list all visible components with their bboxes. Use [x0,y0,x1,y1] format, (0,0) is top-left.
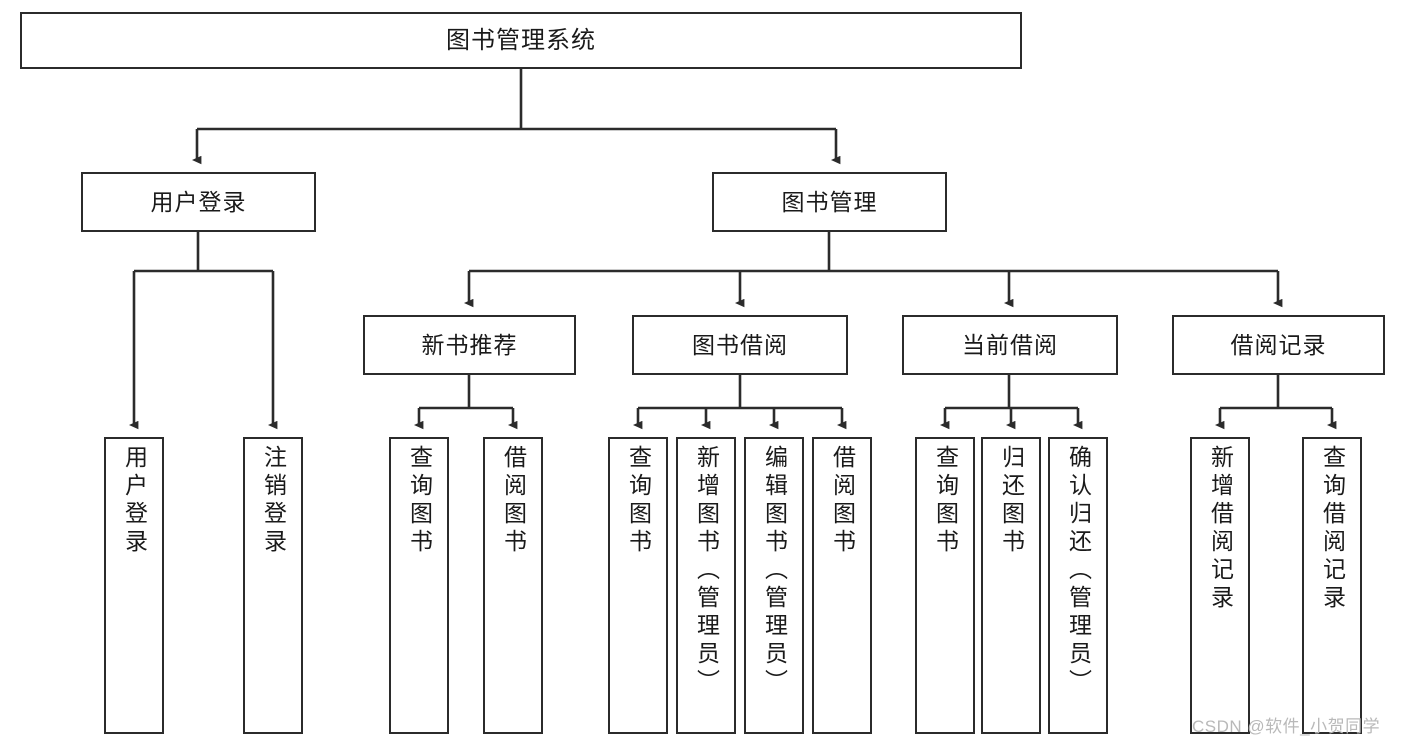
node-leaf-query-borrow-record[interactable]: 查询借阅记录 [1302,437,1362,734]
node-leaf-add-book-admin[interactable]: 新增图书（管理员） [676,437,736,734]
node-book-borrowing[interactable]: 图书借阅 [632,315,848,375]
node-label: 图书管理 [781,188,878,215]
node-label: 新书推荐 [421,331,518,358]
node-borrow-records[interactable]: 借阅记录 [1172,315,1385,375]
node-label: 编辑图书（管理员） [761,445,788,697]
node-leaf-logout[interactable]: 注销登录 [243,437,303,734]
node-root-book-management-system[interactable]: 图书管理系统 [20,12,1022,69]
node-label: 用户登录 [150,188,247,215]
node-label: 借阅图书 [500,445,527,557]
csdn-watermark: CSDN @软件_小贺同学 [1192,717,1381,736]
node-label: 借阅记录 [1230,331,1327,358]
node-leaf-confirm-return-admin[interactable]: 确认归还（管理员） [1048,437,1108,734]
node-leaf-query-book-3[interactable]: 查询图书 [915,437,975,734]
node-leaf-query-book-1[interactable]: 查询图书 [389,437,449,734]
node-label: 借阅图书 [829,445,856,557]
node-leaf-borrow-book-2[interactable]: 借阅图书 [812,437,872,734]
node-book-management[interactable]: 图书管理 [712,172,947,232]
node-label: 注销登录 [260,445,287,557]
node-label: 查询图书 [406,445,433,557]
node-user-login[interactable]: 用户登录 [81,172,316,232]
node-label: 新增图书（管理员） [693,445,720,697]
node-leaf-return-book[interactable]: 归还图书 [981,437,1041,734]
node-label: 新增借阅记录 [1207,445,1234,613]
node-label: 用户登录 [121,445,148,557]
node-label: 当前借阅 [962,331,1058,358]
node-leaf-borrow-book-1[interactable]: 借阅图书 [483,437,543,734]
node-label: 确认归还（管理员） [1065,445,1092,697]
node-leaf-edit-book-admin[interactable]: 编辑图书（管理员） [744,437,804,734]
node-label: 归还图书 [998,445,1025,557]
node-leaf-query-book-2[interactable]: 查询图书 [608,437,668,734]
node-leaf-add-borrow-record[interactable]: 新增借阅记录 [1190,437,1250,734]
node-label: 图书管理系统 [446,26,596,54]
node-label: 图书借阅 [692,331,788,358]
node-label: 查询图书 [932,445,959,557]
node-current-borrowing[interactable]: 当前借阅 [902,315,1118,375]
node-new-book-recommendation[interactable]: 新书推荐 [363,315,576,375]
node-leaf-user-login[interactable]: 用户登录 [104,437,164,734]
node-label: 查询图书 [625,445,652,557]
node-label: 查询借阅记录 [1319,445,1346,613]
